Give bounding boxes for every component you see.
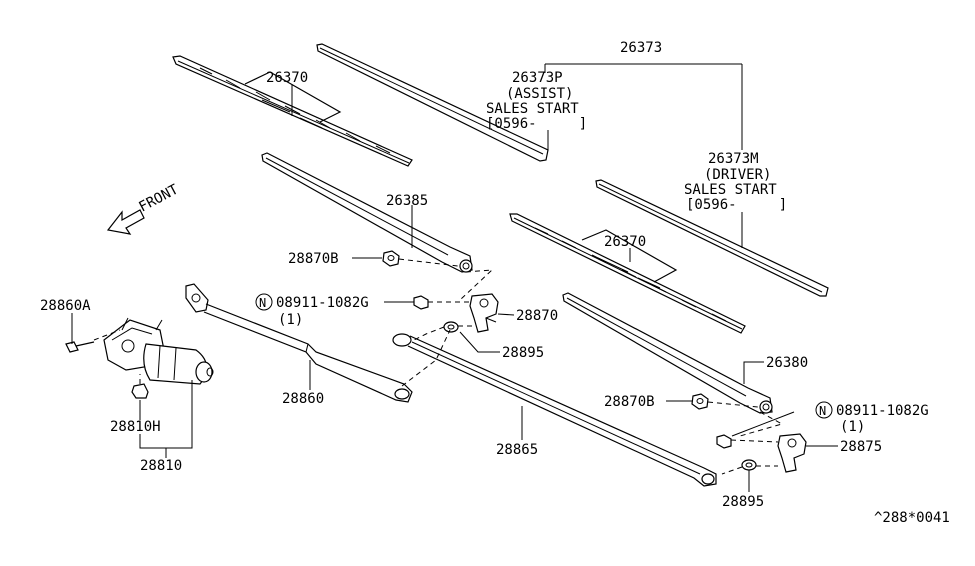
front-arrow-icon <box>106 209 145 235</box>
label-28895-bot: 28895 <box>722 494 764 510</box>
wiper-blade-26370-mid <box>509 213 746 334</box>
bushing-28895-bot <box>721 459 778 492</box>
label-28870b-top: 28870B <box>288 251 339 267</box>
label-driver: (DRIVER) <box>704 167 771 183</box>
refill-26373p <box>316 43 549 162</box>
callout-26373-bracket <box>544 63 743 248</box>
label-28860: 28860 <box>282 391 324 407</box>
nut-28870b-top <box>382 250 459 267</box>
label-28875: 28875 <box>840 439 882 455</box>
label-28810: 28810 <box>140 458 182 474</box>
link-rod-28860 <box>185 283 413 403</box>
link-rod-28865 <box>392 329 717 487</box>
label-nut-qty-top: (1) <box>278 312 303 328</box>
label-28870b-bot: 28870B <box>604 394 655 410</box>
label-26370-top: 26370 <box>266 70 308 86</box>
leader-lines <box>291 84 764 440</box>
bushing-28895-top <box>413 321 500 353</box>
label-nut-qty-bot: (1) <box>840 419 865 435</box>
n-circle-icon-top: N <box>255 293 273 311</box>
label-28895-top: 28895 <box>502 345 544 361</box>
front-label: FRONT <box>136 181 181 215</box>
label-26385: 26385 <box>386 193 428 209</box>
label-28865: 28865 <box>496 442 538 458</box>
refill-26373m <box>595 179 829 297</box>
wiper-arm-26385 <box>261 152 473 273</box>
label-26373m: 26373M <box>708 151 759 167</box>
callout-28810-bracket <box>139 380 193 458</box>
label-28810h: 28810H <box>110 419 161 435</box>
label-nut-ref-top: 08911-1082G <box>276 295 369 311</box>
nut-28870b-bot <box>691 393 759 410</box>
pivot-28875 <box>777 433 838 473</box>
wiper-motor-28810 <box>103 317 214 385</box>
pivot-28870 <box>469 293 515 333</box>
nut-08911-top <box>413 269 494 310</box>
label-date-2: [0596- ] <box>686 197 787 213</box>
svg-text:N: N <box>819 404 826 418</box>
label-sales-start-2: SALES START <box>684 182 777 198</box>
label-26370-mid: 26370 <box>604 234 646 250</box>
label-assist: (ASSIST) <box>506 86 573 102</box>
svg-text:N: N <box>259 296 266 310</box>
bolt-28860a <box>65 313 121 353</box>
label-sales-start-1: SALES START <box>486 101 579 117</box>
grommet-28810h <box>131 374 149 420</box>
label-date-1: [0596- ] <box>486 116 587 132</box>
n-circle-icon-bot: N <box>815 401 833 419</box>
label-26373p: 26373P <box>512 70 563 86</box>
label-26373: 26373 <box>620 40 662 56</box>
wiper-blade-26370-top <box>172 55 413 167</box>
label-28860a: 28860A <box>40 298 91 314</box>
label-nut-ref-bot: 08911-1082G <box>836 403 929 419</box>
label-26380: 26380 <box>766 355 808 371</box>
label-28870: 28870 <box>516 308 558 324</box>
wiper-arm-26380 <box>562 292 773 414</box>
diagram-code: ^288*0041 <box>874 510 950 526</box>
nut-08911-bot <box>716 411 795 449</box>
